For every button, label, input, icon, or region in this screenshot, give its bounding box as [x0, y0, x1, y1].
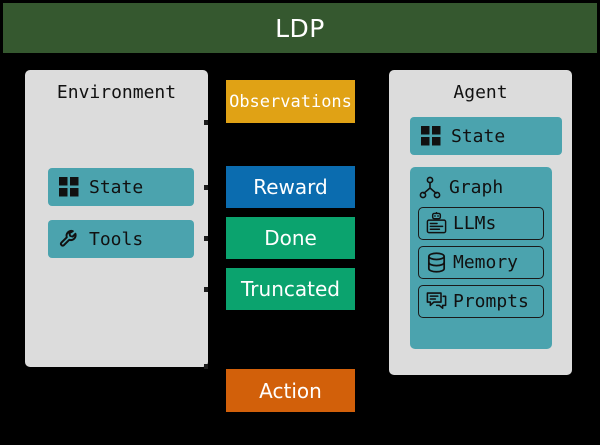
robot-server-icon: [425, 212, 448, 235]
environment-item-label: Tools: [89, 228, 144, 250]
agent-graph-label: Graph: [449, 177, 504, 198]
database-icon: [425, 251, 448, 274]
environment-panel: Environment: [25, 70, 208, 367]
signal-label: Done: [264, 226, 317, 250]
grid-squares-icon: [420, 125, 442, 147]
connector-stub-reward: [204, 185, 208, 190]
connector-stub-action: [204, 364, 208, 369]
agent-item-label: State: [451, 125, 506, 147]
agent-graph-item-label: Memory: [453, 252, 519, 273]
signal-done[interactable]: Done: [226, 217, 355, 259]
connector-stub-truncated: [204, 287, 208, 292]
agent-graph-header[interactable]: Graph: [410, 167, 552, 201]
connector-stub-done: [204, 236, 208, 241]
environment-item-state[interactable]: State: [48, 168, 194, 206]
signal-truncated[interactable]: Truncated: [226, 268, 355, 310]
agent-graph-item-llms[interactable]: LLMs: [418, 207, 544, 240]
connector-stub-observations: [204, 120, 208, 125]
signal-label: Action: [259, 378, 322, 403]
environment-item-label: State: [89, 176, 144, 198]
signal-label: Observations: [229, 91, 352, 112]
signal-action[interactable]: Action: [226, 369, 355, 412]
signal-label: Reward: [253, 175, 328, 199]
agent-item-state[interactable]: State: [410, 117, 562, 155]
signal-label: Truncated: [241, 277, 340, 301]
agent-graph-group: Graph LLMs: [410, 167, 552, 349]
agent-graph-item-label: LLMs: [453, 213, 497, 234]
environment-title: Environment: [56, 82, 177, 103]
agent-graph-item-memory[interactable]: Memory: [418, 246, 544, 279]
wrench-icon: [58, 228, 80, 250]
agent-graph-item-label: Prompts: [453, 291, 529, 312]
grid-squares-icon: [58, 176, 80, 198]
signal-reward[interactable]: Reward: [226, 166, 355, 208]
chat-bubbles-icon: [425, 290, 448, 313]
signal-observations[interactable]: Observations: [226, 80, 355, 123]
page-title: LDP: [275, 13, 325, 43]
node-graph-icon: [419, 176, 441, 200]
agent-graph-item-prompts[interactable]: Prompts: [418, 285, 544, 318]
diagram-title-bar: LDP: [3, 3, 597, 53]
environment-item-tools[interactable]: Tools: [48, 220, 194, 258]
agent-title: Agent: [453, 82, 508, 103]
